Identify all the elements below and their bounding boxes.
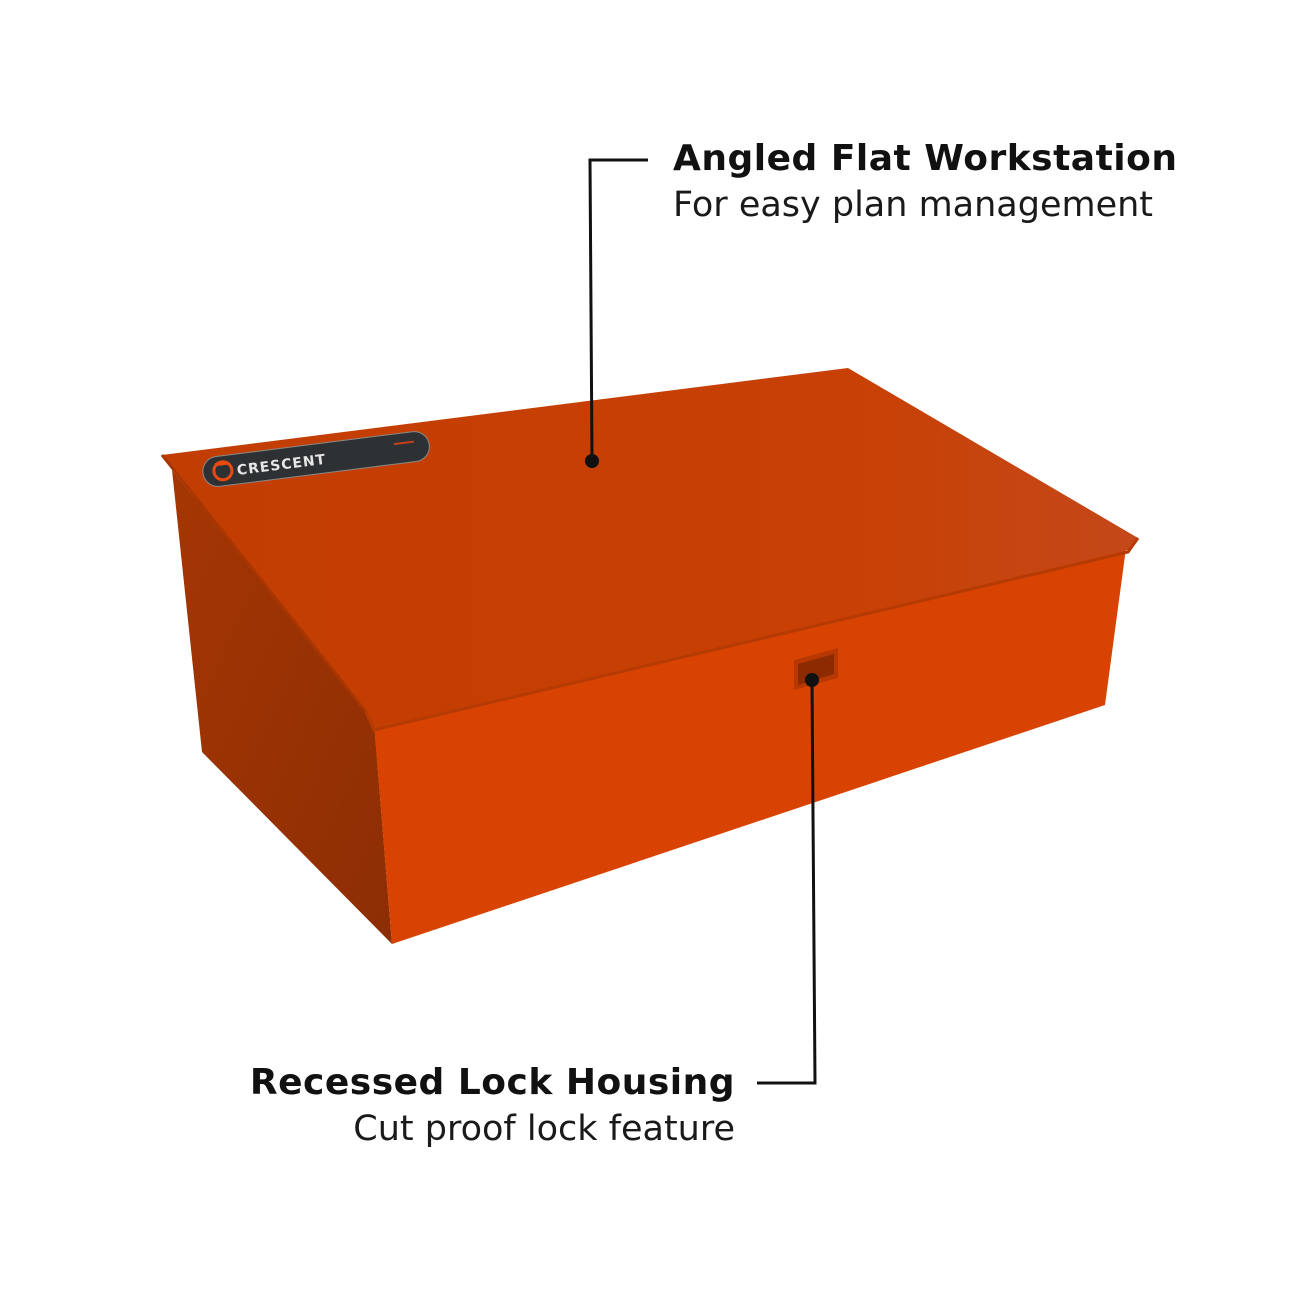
callout-subtitle: For easy plan management — [673, 185, 1154, 225]
crescent-logo-icon — [212, 460, 234, 482]
callout-subtitle: Cut proof lock feature — [353, 1109, 735, 1149]
callout-title: Recessed Lock Housing — [249, 1062, 735, 1103]
callout-line-workstation — [588, 158, 648, 461]
toolbox-side — [172, 470, 392, 944]
lid-left-edge — [160, 454, 368, 713]
callout-dot-workstation — [585, 454, 599, 468]
lid-front-edge — [364, 537, 1140, 732]
callout-lock-housing: Recessed Lock Housing Cut proof lock fea… — [250, 1062, 735, 1149]
toolbox-front — [374, 548, 1126, 944]
callout-title: Angled Flat Workstation — [673, 138, 1178, 179]
callout-line-lock — [757, 679, 817, 1085]
brand-badge: CRESCENT — [202, 431, 430, 487]
toolbox: CRESCENT — [160, 368, 1140, 944]
callout-dot-lock — [805, 673, 819, 687]
callout-workstation: Angled Flat Workstation For easy plan ma… — [673, 138, 1177, 225]
